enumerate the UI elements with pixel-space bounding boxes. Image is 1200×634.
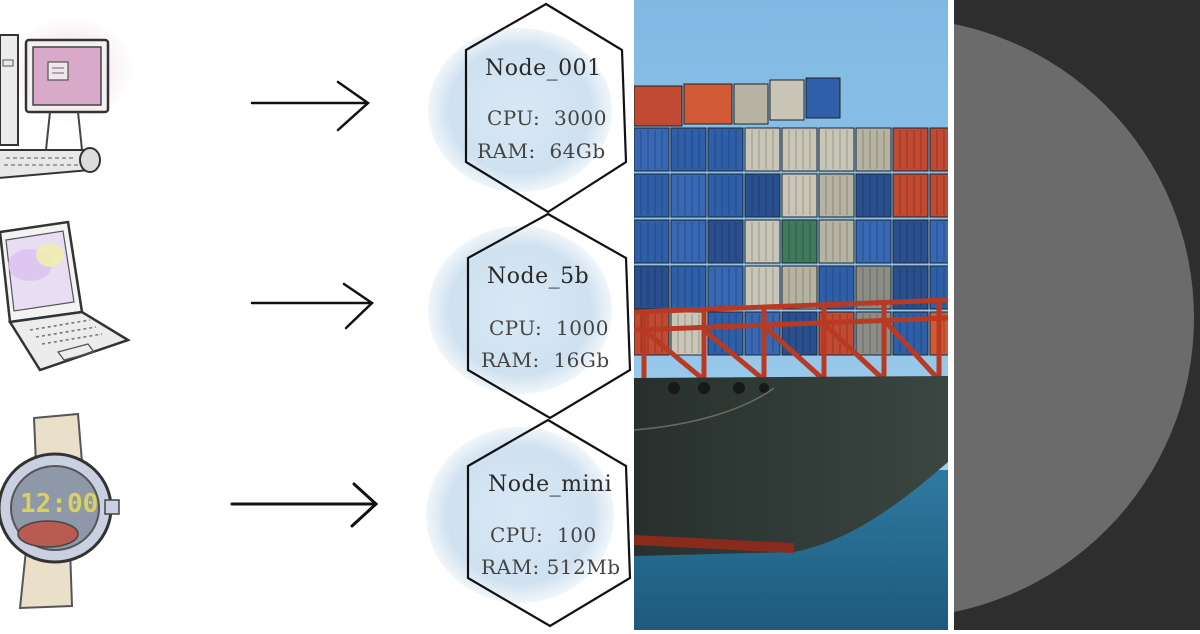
container [781,127,818,172]
container [892,127,929,172]
container [670,173,707,218]
container [855,127,892,172]
node-ram: RAM: 16Gb [481,348,610,372]
diagram-svg: 12:00 [0,2,632,628]
arrow-2 [250,282,374,330]
node-name: Node_mini [488,472,613,497]
container [634,127,670,172]
node-cpu: CPU: 1000 [489,316,609,340]
container [670,311,707,356]
mooring-line [634,387,775,431]
desktop-computer-icon [0,18,132,179]
container [818,127,855,172]
container [744,219,781,264]
smartwatch-icon: 12:00 [0,412,120,610]
container [929,127,948,172]
disc-svg [954,24,1194,612]
watch-display: 12:00 [20,489,98,519]
node-ram: RAM: 512Mb [481,555,621,579]
container [892,173,929,218]
dark-panel [954,0,1200,630]
hexagon-node-2 [428,212,632,420]
container [892,219,929,264]
container [670,265,707,310]
container [781,265,818,310]
container [634,85,683,127]
container [818,219,855,264]
container [855,219,892,264]
container [707,219,744,264]
container-stack [634,77,948,356]
container [744,265,781,310]
hull-portholes [668,382,769,394]
node-name: Node_5b [487,264,590,289]
ship-hull [634,376,948,556]
deck-frame [634,297,948,382]
container [707,265,744,310]
container [929,173,948,218]
diagram-panel: 12:00 Node_001 CPU: 3000 [0,2,632,628]
container [744,127,781,172]
container [818,173,855,218]
container [781,219,818,264]
container-ship-image [634,0,948,630]
hexagon-node-1 [428,2,628,214]
container [707,127,744,172]
container [683,83,733,125]
hull-waterline [634,535,795,553]
container-ship-svg [634,0,948,630]
container [670,219,707,264]
arrow-1 [250,80,371,132]
container [781,173,818,218]
hexagon-node-3 [426,418,632,628]
container [670,127,707,172]
container [733,83,769,125]
container [634,265,670,310]
container [634,219,670,264]
container [929,219,948,264]
arrow-3 [230,482,379,528]
node-name: Node_001 [485,56,602,81]
container [855,173,892,218]
container [769,79,805,121]
node-ram: RAM: 64Gb [477,139,606,163]
container [744,173,781,218]
grey-disc [954,24,1194,612]
container [805,77,841,119]
panel-divider [948,0,954,630]
node-cpu: CPU: 3000 [487,106,607,130]
node-cpu: CPU: 100 [490,523,597,547]
laptop-icon [0,220,131,372]
container [707,173,744,218]
container [634,173,670,218]
